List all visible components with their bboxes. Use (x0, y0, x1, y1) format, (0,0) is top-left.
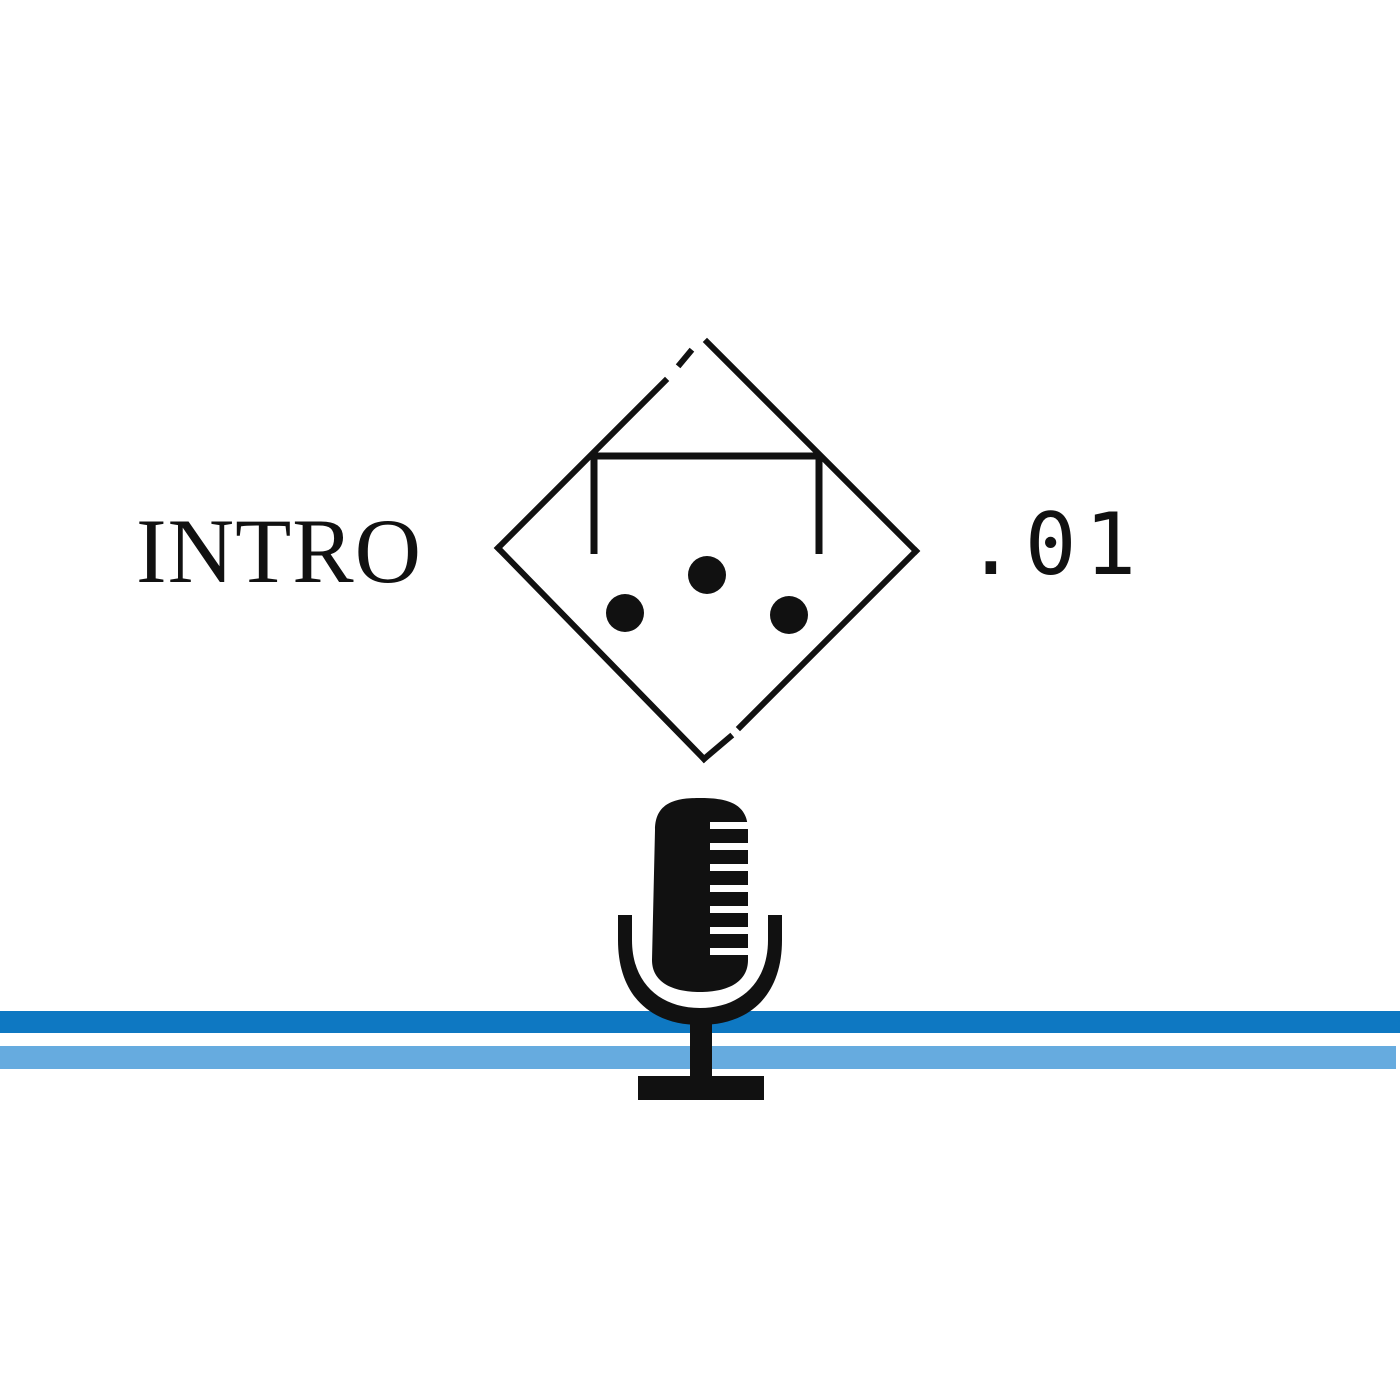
mic-slot (710, 822, 750, 829)
diamond-edge (493, 543, 709, 764)
intro-label: INTRO (136, 500, 423, 602)
mic-slot (710, 864, 750, 871)
diamond-logo-icon (493, 337, 921, 764)
dot-left (606, 594, 644, 632)
mic-base (638, 1076, 764, 1100)
mic-slot (710, 843, 750, 850)
episode-number: .01 (965, 495, 1145, 595)
microphone-icon (618, 798, 782, 1100)
diamond-edge (675, 347, 695, 369)
mic-slot (710, 948, 750, 955)
mic-slot (710, 885, 750, 892)
dot-right (770, 596, 808, 634)
diamond-edge (699, 732, 735, 764)
mic-stem (690, 1018, 712, 1080)
mic-slot (710, 927, 750, 934)
dot-top (688, 556, 726, 594)
mic-holder (618, 915, 782, 1025)
mic-slot (710, 906, 750, 913)
diamond-edge (735, 546, 921, 732)
diamond-edge (493, 376, 670, 553)
diamond-edge (702, 337, 921, 556)
